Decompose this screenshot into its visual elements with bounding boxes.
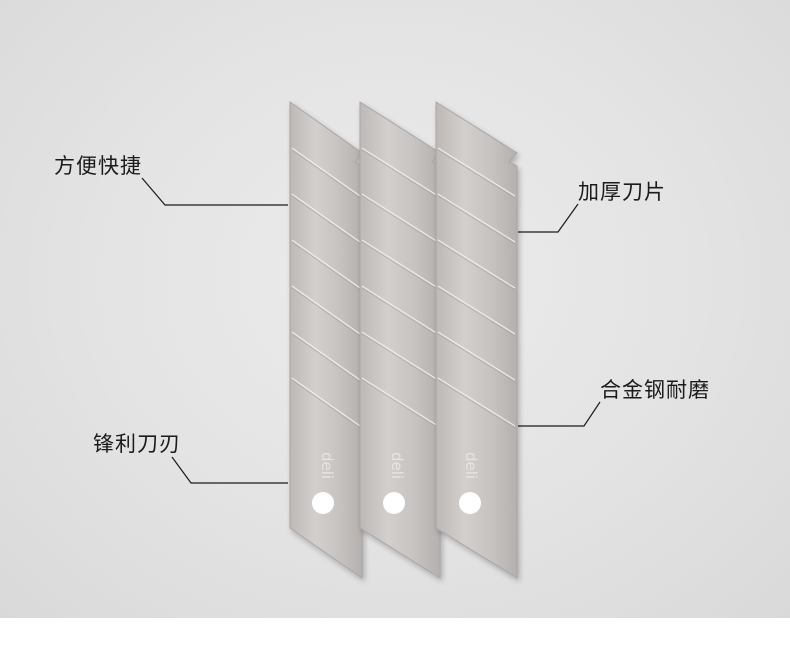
leader-line-convenient: [141, 177, 288, 206]
blade-hole: [383, 492, 405, 514]
snap-blade-middle: deli: [359, 101, 441, 579]
brand-mark: deli: [462, 452, 480, 479]
brand-mark: deli: [318, 452, 336, 479]
snap-blade-left: deli: [289, 101, 363, 579]
label-thick-blade: 加厚刀片: [578, 180, 666, 204]
blade-hole: [459, 492, 481, 514]
label-alloy-steel: 合金钢耐磨: [600, 378, 710, 402]
bottom-whitespace: [0, 618, 790, 651]
label-sharp-edge: 锋利刀刃: [93, 432, 181, 456]
label-convenient: 方便快捷: [54, 154, 142, 178]
leader-line-sharp-edge: [171, 456, 288, 484]
brand-mark: deli: [388, 452, 406, 479]
leader-line-alloy-steel: [518, 401, 601, 427]
snap-blade-right: deli: [435, 101, 518, 579]
blade-hole: [312, 492, 334, 514]
leader-line-thick-blade: [518, 203, 579, 233]
